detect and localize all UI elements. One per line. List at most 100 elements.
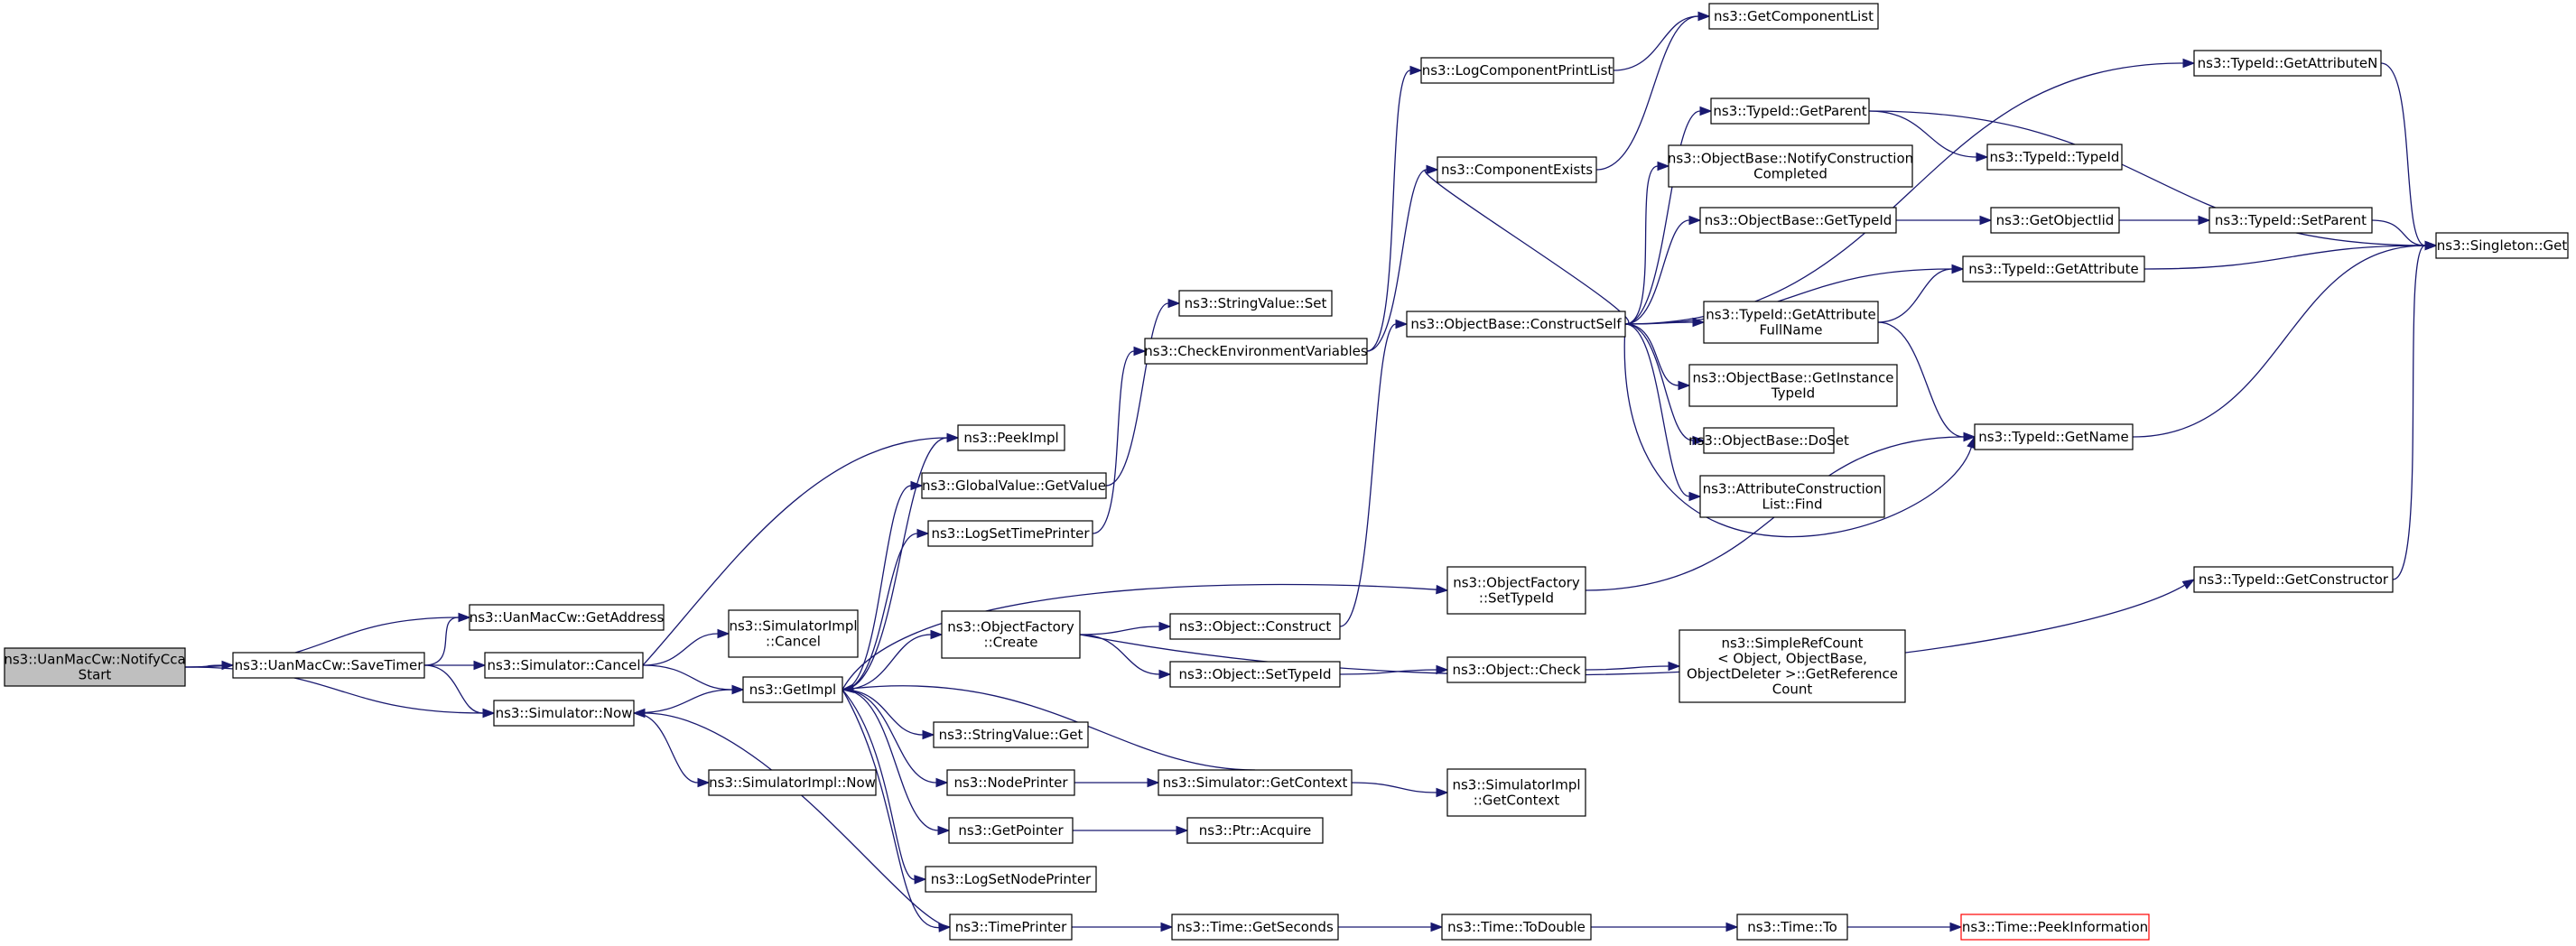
node-getimpl[interactable]: ns3::GetImpl xyxy=(742,676,843,703)
edge-line xyxy=(642,664,733,691)
node-objectcheck[interactable]: ns3::Object::Check xyxy=(1446,656,1586,683)
node-label: ns3::Time::ToDouble xyxy=(1447,919,1586,935)
node-objsettypeid[interactable]: ns3::Object::SetTypeId xyxy=(1169,661,1341,688)
edge-constructself-to-attrconstructionfind xyxy=(1624,323,1702,502)
node-box xyxy=(1169,613,1341,640)
edge-arrowhead xyxy=(1430,922,1444,932)
node-label: ns3::SimulatorImpl xyxy=(729,618,857,635)
node-label: ns3::ObjectFactory xyxy=(1453,575,1580,591)
node-simgetcontext[interactable]: ns3::Simulator::GetContext xyxy=(1158,769,1353,796)
node-objfactorysettypeid[interactable]: ns3::ObjectFactory::SetTypeId xyxy=(1446,566,1586,615)
node-objconstruct[interactable]: ns3::Object::Construct xyxy=(1169,613,1341,640)
node-label: ns3::UanMacCw::SaveTimer xyxy=(235,657,424,673)
node-typeidgetconstructor[interactable]: ns3::TypeId::GetConstructor xyxy=(2193,566,2394,593)
edge-arrowhead xyxy=(1436,584,1449,595)
node-label: ::Cancel xyxy=(766,634,821,650)
edge-line xyxy=(1868,110,1977,158)
node-typeidgetparent[interactable]: ns3::TypeId::GetParent xyxy=(1710,97,1870,125)
node-simplerefcount[interactable]: ns3::SimpleRefCount< Object, ObjectBase,… xyxy=(1679,629,1906,703)
node-typeidtypeid[interactable]: ns3::TypeId::TypeId xyxy=(1986,144,2123,171)
node-typeidgetname[interactable]: ns3::TypeId::GetName xyxy=(1974,423,2134,450)
node-box xyxy=(1406,311,1626,338)
node-timeprinter[interactable]: ns3::TimePrinter xyxy=(949,914,1073,941)
node-nodeprinter[interactable]: ns3::NodePrinter xyxy=(946,769,1075,796)
edge-constructself-to-obgettypeid xyxy=(1624,215,1702,325)
edge-objconstruct-to-constructself xyxy=(1339,319,1409,627)
node-getaddress[interactable]: ns3::UanMacCw::GetAddress xyxy=(469,604,665,631)
node-simcancel[interactable]: ns3::Simulator::Cancel xyxy=(484,652,644,679)
node-constructself[interactable]: ns3::ObjectBase::ConstructSelf xyxy=(1406,311,1626,338)
node-box xyxy=(1960,914,2150,941)
edge-savetimer-to-getaddress xyxy=(423,612,471,666)
edge-constructself-to-typeidgetparent xyxy=(1624,106,1713,325)
edge-line xyxy=(1624,268,1953,325)
node-objfactorycreate[interactable]: ns3::ObjectFactory::Create xyxy=(941,610,1081,659)
node-obgettypeid[interactable]: ns3::ObjectBase::GetTypeId xyxy=(1699,207,1897,234)
node-label: ::GetContext xyxy=(1474,793,1560,809)
node-logsetnodeprinter[interactable]: ns3::LogSetNodePrinter xyxy=(925,866,1097,893)
node-box xyxy=(1710,97,1870,125)
node-typeidgetattributen[interactable]: ns3::TypeId::GetAttributeN xyxy=(2193,50,2382,77)
node-simimplgetcontext[interactable]: ns3::SimulatorImpl::GetContext xyxy=(1446,768,1586,817)
node-box xyxy=(232,652,425,679)
node-simnow[interactable]: ns3::Simulator::Now xyxy=(493,700,635,727)
node-box xyxy=(1679,629,1906,703)
edge-line xyxy=(2392,245,2426,580)
node-label: ns3::Time::To xyxy=(1747,919,1837,935)
node-label: ns3::TimePrinter xyxy=(955,919,1067,935)
node-timepeekinformation[interactable]: ns3::Time::PeekInformation xyxy=(1960,914,2150,941)
edge-arrowhead xyxy=(910,480,924,491)
node-peekimpl[interactable]: ns3::PeekImpl xyxy=(957,424,1065,451)
node-box xyxy=(1420,57,1614,84)
node-label: ::Create xyxy=(984,635,1038,651)
node-timeto[interactable]: ns3::Time::To xyxy=(1736,914,1848,941)
node-box xyxy=(1736,914,1848,941)
node-stringvalueset[interactable]: ns3::StringValue::Set xyxy=(1178,290,1333,317)
node-logcomponentprintlist[interactable]: ns3::LogComponentPrintList xyxy=(1420,57,1614,84)
node-getpointer[interactable]: ns3::GetPointer xyxy=(948,817,1074,844)
node-box xyxy=(2193,50,2382,77)
node-gvgetvalue[interactable]: ns3::GlobalValue::GetValue xyxy=(921,472,1107,499)
node-checkenv[interactable]: ns3::CheckEnvironmentVariables xyxy=(1144,338,1368,365)
edge-arrowhead xyxy=(1688,215,1702,226)
node-componentexists[interactable]: ns3::ComponentExists xyxy=(1437,156,1597,183)
node-getcomponentlist[interactable]: ns3::GetComponentList xyxy=(1708,3,1879,30)
node-box xyxy=(1446,656,1586,683)
node-label: ns3::ObjectBase::DoSet xyxy=(1688,432,1849,449)
edge-line xyxy=(423,617,460,666)
node-timegetseconds[interactable]: ns3::Time::GetSeconds xyxy=(1171,914,1339,941)
node-simimplcancel[interactable]: ns3::SimulatorImpl::Cancel xyxy=(728,609,859,658)
edge-getimpl-to-getpointer xyxy=(842,689,951,836)
edge-arrowhead xyxy=(930,629,944,640)
node-box xyxy=(1990,207,2120,234)
node-box xyxy=(1171,914,1339,941)
node-box xyxy=(742,676,843,703)
node-typeidgetattribute[interactable]: ns3::TypeId::GetAttribute xyxy=(1962,255,2145,283)
edge-getimpl-to-objfactorysettypeid xyxy=(842,583,1449,691)
node-singletonget[interactable]: ns3::Singleton::Get xyxy=(2435,232,2569,259)
node-simimplnow[interactable]: ns3::SimulatorImpl::Now xyxy=(708,769,877,796)
edge-arrowhead xyxy=(1133,346,1147,357)
node-label: ns3::LogComponentPrintList xyxy=(1422,62,1613,79)
edge-nodeprinter-to-simgetcontext xyxy=(1074,777,1160,788)
node-label: ns3::GetImpl xyxy=(749,682,836,698)
node-timetodouble[interactable]: ns3::Time::ToDouble xyxy=(1441,914,1592,941)
node-box xyxy=(4,647,186,687)
node-savetimer[interactable]: ns3::UanMacCw::SaveTimer xyxy=(232,652,425,679)
node-label: ns3::SimulatorImpl::Now xyxy=(709,774,876,791)
edge-arrowhead xyxy=(937,825,951,836)
node-getobjectiid[interactable]: ns3::GetObjectIid xyxy=(1990,207,2120,234)
edge-arrowhead xyxy=(1409,65,1423,76)
node-notifyconstruction[interactable]: ns3::ObjectBase::NotifyConstructionCompl… xyxy=(1668,144,1913,188)
node-stringvalueget[interactable]: ns3::StringValue::Get xyxy=(933,721,1089,748)
node-obdoset[interactable]: ns3::ObjectBase::DoSet xyxy=(1688,427,1849,454)
edge-line xyxy=(842,689,940,929)
edge-line xyxy=(852,685,1256,771)
node-ptracquire[interactable]: ns3::Ptr::Acquire xyxy=(1186,817,1324,844)
node-logsettimeprinter[interactable]: ns3::LogSetTimePrinter xyxy=(927,520,1093,547)
node-typeidsetparent[interactable]: ns3::TypeId::SetParent xyxy=(2209,207,2373,234)
